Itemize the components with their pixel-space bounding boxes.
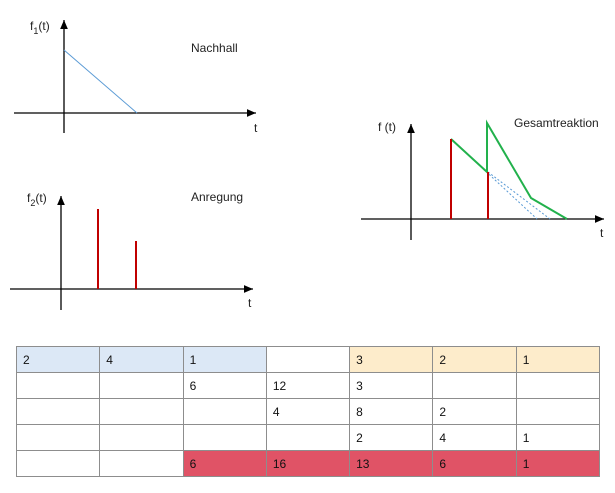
table-cell: 1 <box>182 346 267 373</box>
table-cell <box>432 372 517 399</box>
table-cell <box>515 398 601 425</box>
table-cell: 1 <box>515 346 601 373</box>
table-cell: 4 <box>99 346 184 373</box>
f2-x-label: t <box>248 296 252 310</box>
table-cell: 2 <box>432 398 517 425</box>
f-total-response <box>450 119 568 220</box>
plot-f-total: f (t) t Gesamtreaktion <box>361 116 604 240</box>
table-cell <box>15 372 101 399</box>
table-cell: 2 <box>15 346 101 373</box>
f-decay-dotted-2 <box>487 171 551 220</box>
table-cell <box>515 372 601 399</box>
table-cell <box>15 450 101 477</box>
f1-y-label: f1(t) <box>30 19 50 36</box>
table-cell <box>99 424 184 451</box>
table-cell <box>182 424 267 451</box>
table-cell <box>265 346 351 373</box>
plot-f2: f2(t) t Anregung <box>10 190 253 310</box>
table-cell: 4 <box>432 424 517 451</box>
table-cell: 6 <box>182 450 267 477</box>
f2-y-label: f2(t) <box>27 191 47 208</box>
f-x-label: t <box>600 226 604 240</box>
convolution-diagram: f1(t) t Nachhall f2(t) t Anregung f (t) … <box>10 19 604 310</box>
f1-decay-line <box>63 49 138 114</box>
table-cell <box>265 424 351 451</box>
table-cell <box>99 398 184 425</box>
table-cell <box>15 424 101 451</box>
table-cell: 2 <box>349 424 434 451</box>
table-cell: 1 <box>515 450 601 477</box>
table-cell: 6 <box>182 372 267 399</box>
f1-caption: Nachhall <box>191 41 238 55</box>
table-cell: 8 <box>349 398 434 425</box>
table-cell <box>182 398 267 425</box>
table-cell: 2 <box>432 346 517 373</box>
table-cell <box>15 398 101 425</box>
table-cell <box>99 372 184 399</box>
table-cell: 13 <box>349 450 434 477</box>
f-caption: Gesamtreaktion <box>514 116 599 130</box>
table-cell: 4 <box>265 398 351 425</box>
table-cell: 16 <box>265 450 351 477</box>
f1-x-label: t <box>254 121 258 135</box>
table-cell: 3 <box>349 372 434 399</box>
table-cell: 3 <box>349 346 434 373</box>
table-cell: 1 <box>515 424 601 451</box>
f-y-label: f (t) <box>378 120 396 134</box>
plot-f1: f1(t) t Nachhall <box>14 19 258 135</box>
f2-caption: Anregung <box>191 190 243 204</box>
table-cell: 6 <box>432 450 517 477</box>
table-cell <box>99 450 184 477</box>
f-decay-dotted-1 <box>450 138 538 220</box>
table-cell: 12 <box>265 372 351 399</box>
